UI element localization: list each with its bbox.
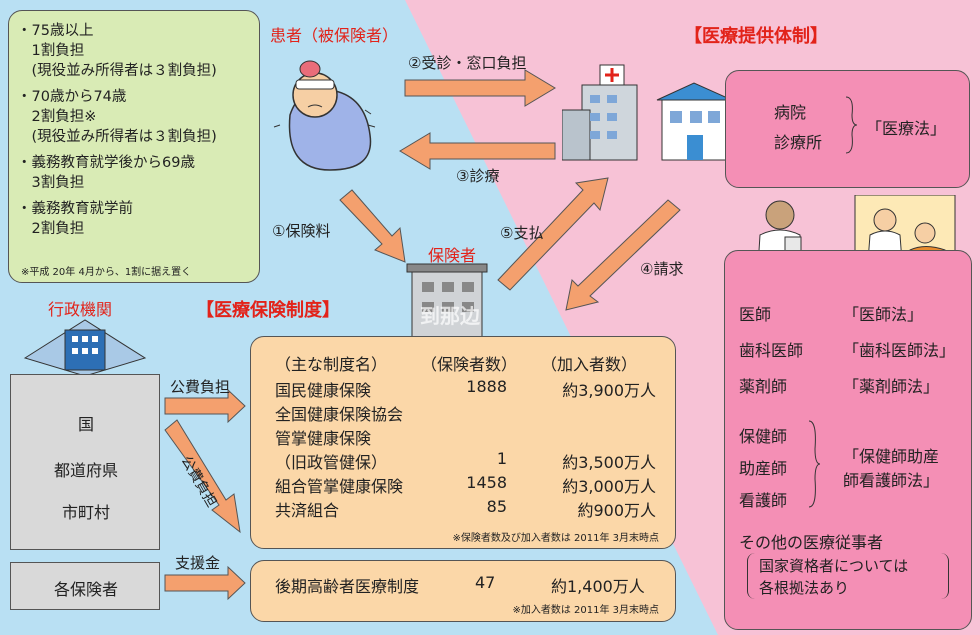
other-insurers-box: 各保険者	[10, 562, 160, 610]
admin-prefecture: 都道府県	[53, 461, 118, 480]
patient-burden-item: ・義務教育就学前 2割負担	[17, 199, 217, 239]
medical-system-title: 【医療提供体制】	[684, 26, 828, 47]
other-staff-bracket	[747, 553, 949, 599]
clinic-label: 診療所	[774, 133, 823, 152]
table-row-members: 約3,500万人	[562, 453, 656, 472]
insurer-label: 保険者	[428, 246, 477, 265]
table-row-members: 約3,900万人	[562, 381, 656, 400]
patient-burden-line: 2割負担	[17, 221, 85, 237]
table-row-name: 全国健康保険協会	[275, 405, 404, 424]
table-row-count: 1458	[466, 473, 507, 492]
other-staff-line2: 各根拠法あり	[759, 579, 850, 597]
watermark: 到那边	[420, 304, 480, 328]
other-staff-title: その他の医療従事者	[739, 533, 884, 552]
insurance-table-box: （主な制度名） （保険者数） （加入者数） 国民健康保険 1888 約3,900万人全国健…	[250, 336, 676, 549]
patient-burden-line: ・70歳から74歳	[17, 89, 127, 105]
medical-law-label: 「医療法」	[866, 119, 947, 138]
patient-burden-line: 1割負担	[17, 43, 85, 59]
professional-name: 医師	[739, 305, 772, 324]
patient-label: 患者（被保険者）	[270, 26, 399, 45]
nurse-law-line1: 「保健師助産	[843, 447, 940, 466]
table-header: （主な制度名）	[275, 355, 388, 374]
elderly-members: 約1,400万人	[551, 577, 645, 596]
table-row-name: （旧政管健保）	[275, 453, 388, 472]
facilities-box: 病院 診療所 「医療法」	[725, 70, 970, 188]
other-staff-line1: 国家資格者については	[759, 557, 909, 575]
admin-municipality: 市町村	[61, 503, 110, 522]
patient-burden-line: ・75歳以上	[17, 23, 94, 39]
table-row-name: 国民健康保険	[275, 381, 372, 400]
other-insurers-label: 各保険者	[53, 580, 118, 599]
flow-claim-label: ④請求	[640, 260, 684, 278]
flow-treatment-label: ③診療	[456, 167, 500, 185]
flow-visit-label: ②受診・窓口負担	[408, 54, 527, 72]
professional-law: 「薬剤師法」	[843, 377, 940, 396]
patient-burden-item: ・75歳以上 1割負担 (現役並み所得者は３割負担)	[17, 21, 217, 81]
government-building-icon	[23, 319, 147, 377]
patient-burden-line: 2割負担※	[17, 109, 97, 125]
elderly-box: 後期高齢者医療制度 47 約1,400万人 ※加入者数は 2011年 3月末時点	[250, 560, 676, 622]
patient-burden-note: ※平成 20年 4月から、1割に据え置く	[21, 267, 192, 278]
patient-burden-box: ・75歳以上 1割負担 (現役並み所得者は３割負担)・70歳から74歳 2割負担…	[8, 10, 260, 283]
professionals-box: 医師「医師法」歯科医師「歯科医師法」薬剤師「薬剤師法」 保健師 助産師 看護師 …	[724, 250, 972, 630]
public-burden-label: 公費負担	[170, 378, 231, 396]
professional-name: 薬剤師	[739, 377, 788, 396]
elderly-name: 後期高齢者医療制度	[275, 577, 420, 596]
patient-burden-item: ・70歳から74歳 2割負担※ (現役並み所得者は３割負担)	[17, 87, 217, 147]
professional-name: 歯科医師	[739, 341, 804, 360]
sick-patient-icon	[273, 60, 376, 171]
table-row-name: 管掌健康保険	[275, 429, 372, 448]
insurance-system-title: 【医療保険制度】	[196, 300, 340, 321]
support-label: 支援金	[175, 554, 221, 572]
brace-icon	[808, 420, 821, 508]
patient-burden-line: ・義務教育就学後から69歳	[17, 155, 195, 171]
elderly-note: ※加入者数は 2011年 3月末時点	[512, 605, 659, 616]
nurse-public-health: 保健師	[739, 427, 788, 446]
patient-burden-line: 3割負担	[17, 175, 85, 191]
nurse-midwife: 助産師	[739, 459, 788, 478]
table-header: （加入者数）	[541, 355, 638, 374]
table-row-count: 85	[486, 497, 507, 516]
flow-payment-label: ⑤支払	[500, 224, 544, 242]
nurse-nurse: 看護師	[739, 491, 788, 510]
patient-burden-item: ・義務教育就学後から69歳 3割負担	[17, 153, 217, 193]
table-row-name: 共済組合	[275, 501, 340, 520]
table-row-name: 組合管掌健康保険	[275, 477, 404, 496]
elderly-count: 47	[475, 573, 496, 592]
table-row-members: 約3,000万人	[562, 477, 656, 496]
patient-burden-list: ・75歳以上 1割負担 (現役並み所得者は３割負担)・70歳から74歳 2割負担…	[17, 21, 217, 245]
professional-law: 「医師法」	[843, 305, 924, 324]
hospital-label: 病院	[774, 103, 807, 122]
table-row-count: 1888	[466, 377, 507, 396]
patient-burden-line: (現役並み所得者は３割負担)	[17, 63, 217, 79]
professional-law: 「歯科医師法」	[843, 341, 956, 360]
hospital-icon	[562, 64, 732, 161]
patient-burden-line: ・義務教育就学前	[17, 201, 133, 217]
admin-label: 行政機関	[48, 300, 113, 319]
table-header: （保険者数）	[421, 355, 518, 374]
brace-icon	[845, 96, 858, 154]
insurer-building-icon	[406, 263, 488, 341]
patient-burden-line: (現役並み所得者は３割負担)	[17, 129, 217, 145]
table-row-members: 約900万人	[577, 501, 656, 520]
admin-national: 国	[77, 415, 94, 434]
nurse-law-line2: 師看護師法」	[843, 471, 940, 490]
flow-premium-label: ①保険料	[272, 222, 331, 240]
admin-units-box: 国 都道府県 市町村	[10, 374, 160, 550]
table-row-count: 1	[496, 449, 507, 468]
insurance-table-note: ※保険者数及び加入者数は 2011年 3月末時点	[452, 533, 659, 544]
